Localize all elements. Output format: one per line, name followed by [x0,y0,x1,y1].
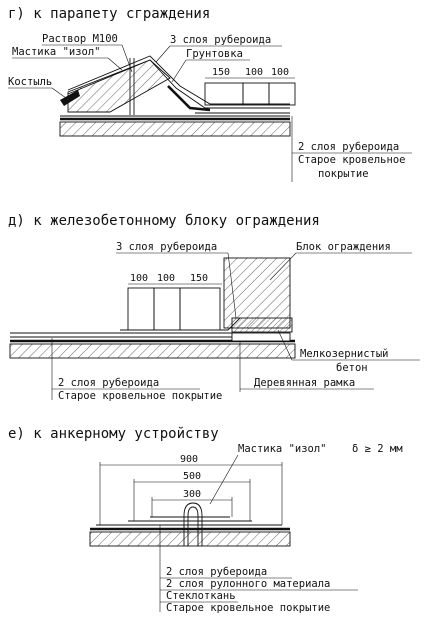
label-thickness: δ ≥ 2 мм [352,443,403,455]
concrete-slab [9,343,296,359]
label-mastic: Мастика "изол" [12,46,101,58]
dim-500: 500 [183,471,201,482]
section-e-title: е) к анкерному устройству [8,426,219,442]
label-frame: Деревянная рамка [254,377,355,389]
overlap-100 [153,287,181,331]
waterproof-three-layers [67,55,290,105]
leader-line [269,252,297,281]
dim-900: 900 [180,454,198,465]
leader-line [171,59,187,83]
label-concrete: Мелкозернистый [300,348,389,360]
leader-line [209,454,239,505]
label-concrete-2: бетон [336,362,368,374]
label-roll-material: 2 слоя рулонного материала [166,578,330,590]
dim-100: 100 [130,273,148,284]
section-g-parapet: г) к парапету сграждения 150 100 100 Рас… [8,6,412,182]
waterproof-layer [67,59,290,109]
leader-line [107,57,123,71]
label-two-layers: 2 слоя рубероида [298,141,399,153]
label-primer: Грунтовка [186,48,243,60]
label-block: Блок ограждения [296,241,391,253]
primer-thick-line [167,85,211,112]
concrete-slab [89,531,291,547]
overlap-100 [268,82,296,106]
label-old-cover: Старое кровельное [298,154,405,166]
dim-100: 100 [271,67,289,78]
dim-100: 100 [245,67,263,78]
overlap-150 [204,82,244,106]
concrete-slab [59,121,291,137]
label-crutch: Костыль [8,76,52,88]
section-e-anchor: е) к анкерному устройству 900 500 300 Ма… [8,426,403,614]
label-old-cover: Старое кровельное покрытие [166,602,330,614]
crutch-shape [60,90,80,106]
label-three-layers: 3 слоя рубероида [170,34,271,46]
label-old-cover: Старое кровельное покрытие [58,390,222,402]
label-mortar: Раствор М100 [42,33,118,45]
leader-line [51,87,67,99]
label-fiberglass: Стеклоткань [166,590,236,602]
dim-300: 300 [183,489,201,500]
section-d-concrete-block: д) к железобетонному блоку ограждения 10… [8,213,420,402]
overlap-100 [242,82,270,106]
label-three-layers: 3 слоя рубероида [116,241,217,253]
label-two-layers: 2 слоя рубероида [166,566,267,578]
section-d-title: д) к железобетонному блоку ограждения [8,213,320,229]
leader-line [227,252,237,319]
label-two-layers: 2 слоя рубероида [58,377,159,389]
fine-grained-concrete [231,317,293,333]
leader-line [155,45,171,63]
dim-150: 150 [190,273,208,284]
fence-block [223,257,291,329]
section-g-title: г) к парапету сграждения [8,6,210,22]
leader-line [121,44,133,73]
dim-150: 150 [212,67,230,78]
overlap-150 [179,287,221,331]
wooden-frame [231,332,291,342]
dim-100: 100 [157,273,175,284]
leader-line [277,329,293,361]
label-mastic: Мастика "изол" [238,443,327,455]
label-old-cover-2: покрытие [318,168,369,180]
overlap-100 [127,287,155,331]
anchor-loop [183,502,203,546]
anchor-loop-inner [187,506,199,546]
